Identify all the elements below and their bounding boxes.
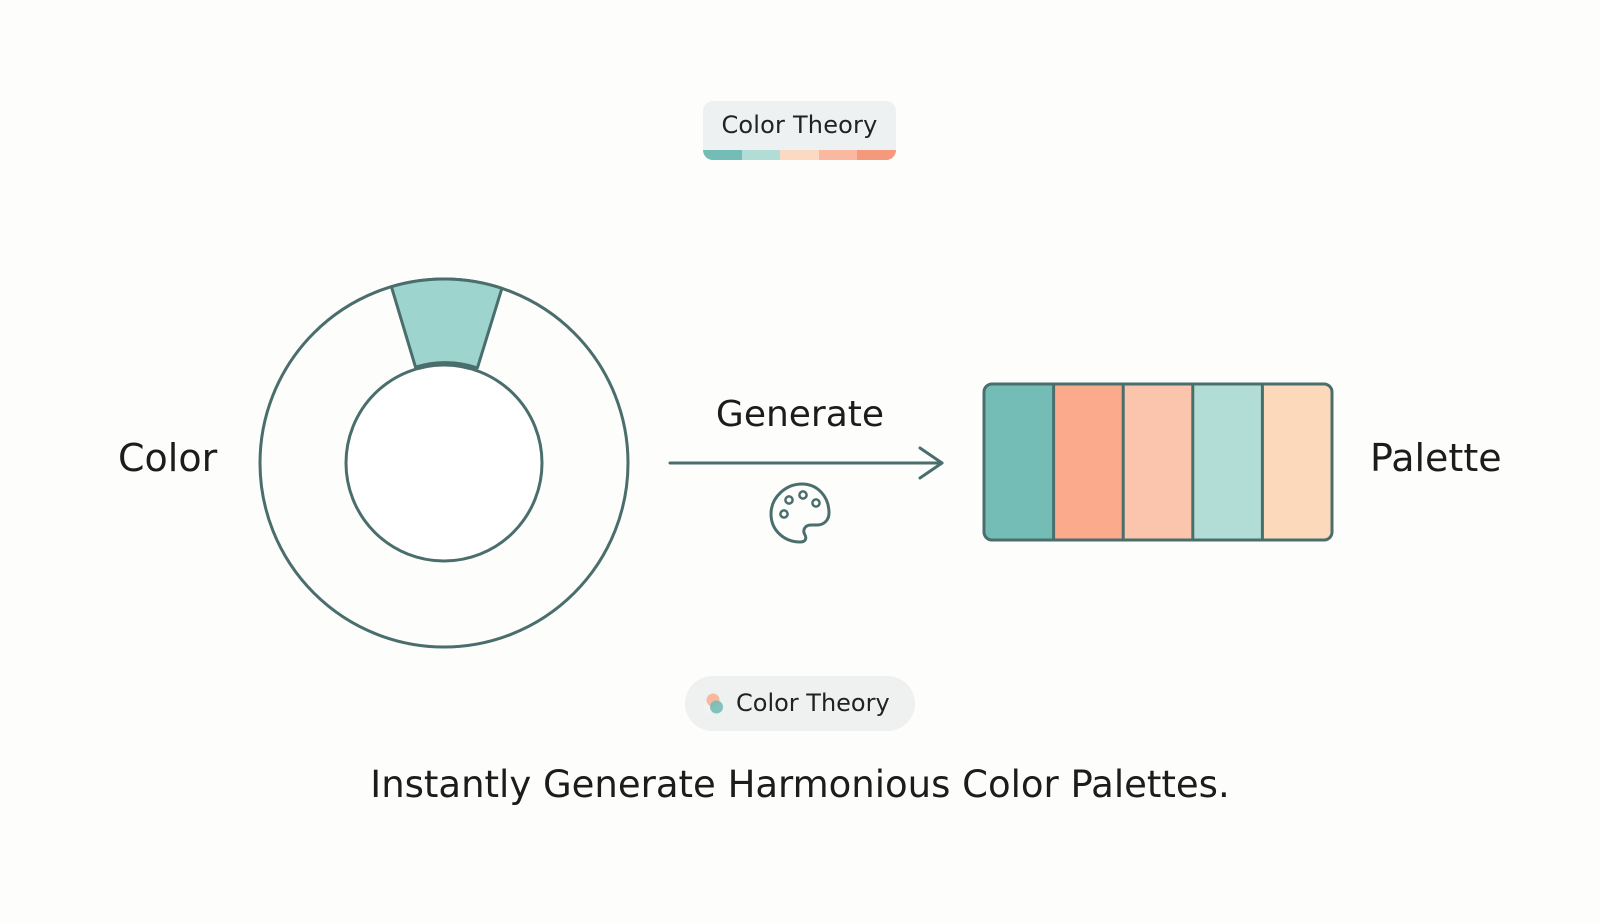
top-badge: Color Theory [703, 101, 896, 160]
wheel-highlight-segment [389, 277, 504, 370]
color-strip-segment [818, 150, 858, 160]
color-strip-segment [857, 150, 896, 160]
palette-icon [769, 482, 831, 544]
color-strip [703, 150, 896, 160]
color-strip-segment [703, 150, 742, 160]
top-badge-label: Color Theory [721, 111, 878, 139]
action-label: Generate [715, 394, 885, 435]
wheel-inner-ring [344, 363, 544, 563]
output-label: Palette [1370, 436, 1502, 480]
color-wheel [258, 277, 630, 649]
input-label: Color [118, 436, 218, 480]
palette-border [982, 382, 1334, 542]
palette-swatch [984, 384, 1055, 540]
palette-swatches [982, 382, 1334, 542]
tagline: Instantly Generate Harmonious Color Pale… [370, 763, 1230, 806]
arrow-right-icon [668, 446, 944, 480]
palette-swatch [1192, 384, 1263, 540]
bottom-chip-label: Color Theory [736, 689, 890, 717]
color-strip-segment [780, 150, 819, 160]
bottom-chip: Color Theory [685, 676, 915, 731]
palette-swatch [1123, 384, 1194, 540]
overlapping-circles-icon [703, 693, 723, 714]
palette-swatch [1262, 384, 1332, 540]
color-strip-segment [741, 150, 781, 160]
palette-swatch [1053, 384, 1124, 540]
